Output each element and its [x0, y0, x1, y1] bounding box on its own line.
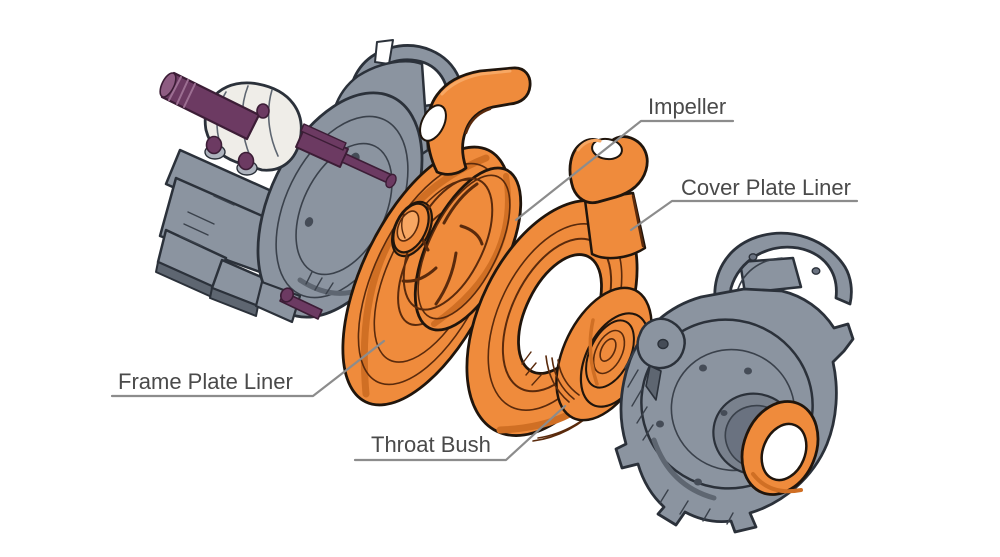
cover-plate-top-flange	[713, 231, 853, 311]
cover-plate-liner-leader-line	[629, 199, 859, 232]
frame-plate-liner-hook	[425, 66, 532, 176]
cover-plate-part	[614, 231, 855, 534]
cover-plate-hatch	[624, 351, 734, 525]
upper-stud	[300, 123, 347, 151]
dome-nut-3	[256, 103, 270, 119]
throat-bush-leader-line	[353, 404, 567, 462]
frame-plate-liner-hook-inner	[464, 107, 492, 135]
cover-plate-ear-hole	[657, 338, 669, 350]
throat-bush-label: Throat Bush	[371, 432, 491, 457]
cover-plate-liner-hook	[568, 135, 649, 205]
cover-plate-liner-neck	[583, 191, 647, 260]
frame-plate-liner-hook-notch	[419, 104, 447, 142]
cover-plate-liner-label: Cover Plate Liner	[681, 175, 851, 200]
bottom-stud-nut	[279, 287, 295, 303]
throat-bush-striations	[545, 355, 580, 403]
label-impeller: Impeller	[514, 94, 735, 222]
cover-plate-bolt-holes	[656, 364, 752, 486]
dome-nut-1	[205, 135, 223, 155]
throat-seal-ring-shade	[751, 472, 803, 494]
throat-bush-ring-2	[599, 338, 617, 362]
frame-plate-hatch	[305, 271, 334, 295]
cover-plate-boss-shade	[651, 437, 717, 501]
throat-bush-shade	[588, 318, 599, 386]
frame-plate-liner-leader-line	[110, 339, 386, 398]
label-frame-plate-liner: Frame Plate Liner	[110, 339, 386, 398]
throat-bush-ring-1	[592, 329, 626, 375]
cover-plate-liner-hatch	[521, 351, 543, 386]
cover-plate-liner-hook-highlight	[576, 138, 602, 152]
frame-plate-liner-label: Frame Plate Liner	[118, 369, 293, 394]
pedestal-foot-right-edge	[209, 287, 259, 317]
cover-plate-flange-hole-2	[811, 267, 821, 275]
label-cover-plate-liner: Cover Plate Liner	[629, 175, 859, 232]
shaft-collar	[295, 128, 349, 168]
cover-plate-flange-hole-1	[748, 253, 758, 261]
impeller-rim-line	[417, 174, 511, 320]
impeller-leader-line	[514, 119, 735, 222]
dome-nut-2	[237, 151, 255, 171]
frame-plate-liner-hook-highlight	[440, 69, 512, 96]
throat-seal-ring-bore	[760, 422, 808, 482]
frame-plate-hole-dot-2	[304, 217, 314, 227]
impeller-label: Impeller	[648, 94, 726, 119]
pedestal-hatch	[179, 195, 235, 247]
impeller-edge-shade	[431, 173, 511, 327]
impeller-hub-line	[401, 213, 406, 239]
cover-plate-ear-spike	[645, 365, 662, 401]
cover-plate-liner-neck-shadow	[631, 194, 645, 248]
labels: Impeller Cover Plate Liner Frame Plate L…	[110, 94, 859, 462]
impeller-part	[392, 166, 523, 332]
label-throat-bush: Throat Bush	[353, 404, 567, 462]
shaft-tip	[159, 72, 177, 98]
shaft-grooves	[168, 76, 196, 108]
frame-flange-notch	[374, 39, 394, 65]
cover-plate-neck	[738, 256, 803, 295]
gland-stud-nut	[385, 173, 397, 189]
